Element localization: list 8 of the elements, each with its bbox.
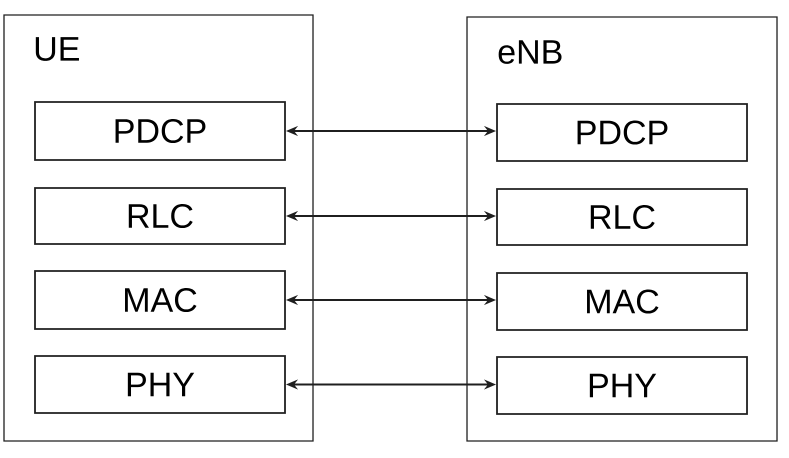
layer-box: MAC [496,272,748,331]
layer-box: RLC [34,187,286,245]
layer-box: PDCP [496,103,748,162]
layer-box: MAC [34,270,286,330]
layer-box: PDCP [34,101,286,161]
layer-box: PHY [34,355,286,414]
layer-box: PHY [496,356,748,415]
layer-box: RLC [496,188,748,246]
